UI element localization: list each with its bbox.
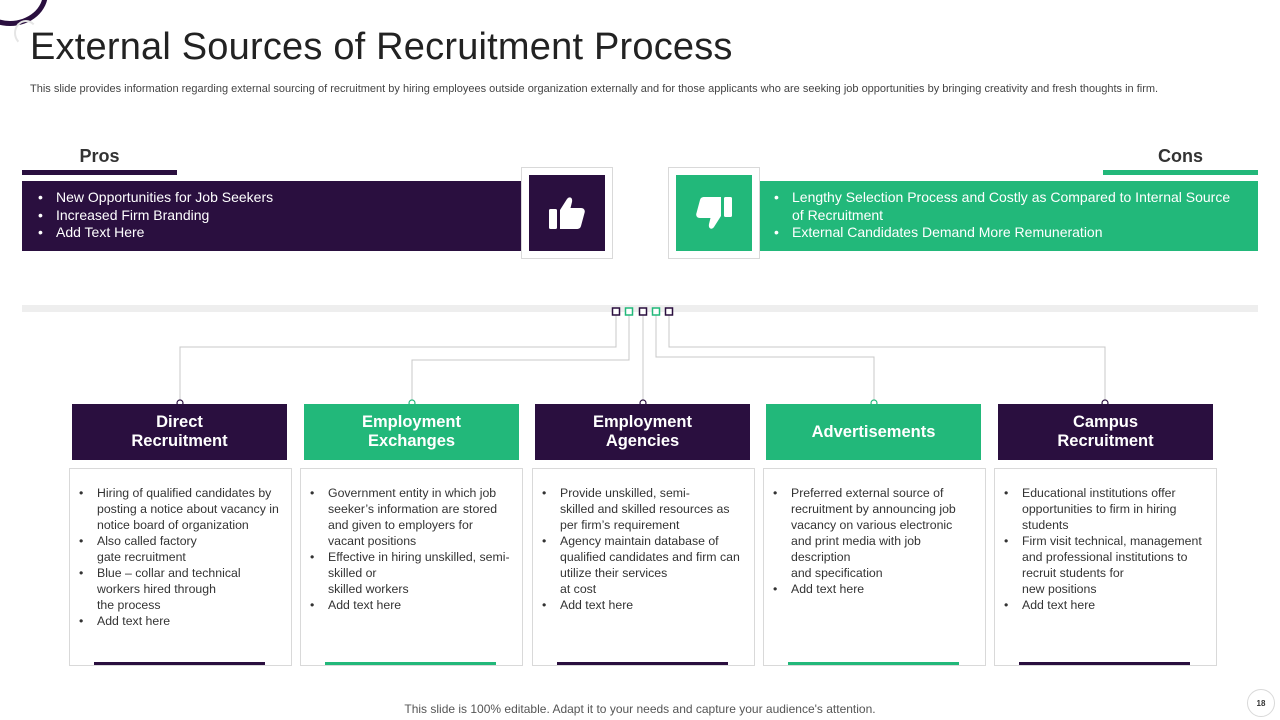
thumbs-down-icon bbox=[676, 175, 752, 251]
cons-item: External Candidates Demand More Remunera… bbox=[774, 224, 1238, 242]
column-item: Agency maintain database of qualified ca… bbox=[542, 533, 742, 597]
pros-panel: New Opportunities for Job Seekers Increa… bbox=[22, 181, 522, 251]
column-list: Provide unskilled, semi- skilled and ski… bbox=[542, 485, 742, 613]
column-item: Add text here bbox=[773, 581, 973, 597]
column-item: Hiring of qualified candidates by postin… bbox=[79, 485, 279, 533]
column-heading-advertisements: Advertisements bbox=[766, 404, 981, 460]
pros-item: Add Text Here bbox=[38, 224, 522, 242]
column-item: Add text here bbox=[1004, 597, 1204, 613]
column-accent-line bbox=[1019, 662, 1190, 665]
column-item: Educational institutions offer opportuni… bbox=[1004, 485, 1204, 533]
thumbs-down-frame bbox=[668, 167, 760, 259]
column-card-direct-recruitment: Hiring of qualified candidates by postin… bbox=[69, 468, 292, 666]
column-item: Add text here bbox=[310, 597, 510, 613]
column-heading-campus-recruitment: Campus Recruitment bbox=[998, 404, 1213, 460]
column-heading-employment-agencies: Employment Agencies bbox=[535, 404, 750, 460]
section-divider bbox=[22, 305, 1258, 312]
page-number: 18 bbox=[1247, 689, 1275, 717]
column-list: Educational institutions offer opportuni… bbox=[1004, 485, 1204, 613]
column-card-campus-recruitment: Educational institutions offer opportuni… bbox=[994, 468, 1217, 666]
thumbs-up-frame bbox=[521, 167, 613, 259]
column-item: Provide unskilled, semi- skilled and ski… bbox=[542, 485, 742, 533]
column-accent-line bbox=[94, 662, 265, 665]
column-card-employment-agencies: Provide unskilled, semi- skilled and ski… bbox=[532, 468, 755, 666]
corner-decoration-ring bbox=[14, 20, 38, 46]
column-card-employment-exchanges: Government entity in which job seeker’s … bbox=[300, 468, 523, 666]
column-list: Hiring of qualified candidates by postin… bbox=[79, 485, 279, 629]
footer-note: This slide is 100% editable. Adapt it to… bbox=[404, 702, 876, 716]
cons-item: Lengthy Selection Process and Costly as … bbox=[774, 189, 1238, 224]
column-item: Effective in hiring unskilled, semi- ski… bbox=[310, 549, 510, 597]
pros-list: New Opportunities for Job Seekers Increa… bbox=[38, 189, 522, 242]
page-subtitle: This slide provides information regardin… bbox=[30, 83, 1159, 95]
column-list: Preferred external source of recruitment… bbox=[773, 485, 973, 597]
column-item: Add text here bbox=[79, 613, 279, 629]
pros-underline bbox=[22, 170, 177, 175]
pros-heading: Pros bbox=[79, 146, 120, 166]
column-accent-line bbox=[557, 662, 728, 665]
column-heading-direct-recruitment: Direct Recruitment bbox=[72, 404, 287, 460]
pros-item: Increased Firm Branding bbox=[38, 207, 522, 225]
column-item: Firm visit technical, management and pro… bbox=[1004, 533, 1204, 597]
cons-list: Lengthy Selection Process and Costly as … bbox=[774, 189, 1238, 242]
column-item: Also called factory gate recruitment bbox=[79, 533, 279, 565]
cons-underline bbox=[1103, 170, 1258, 175]
column-accent-line bbox=[325, 662, 496, 665]
thumbs-up-icon bbox=[529, 175, 605, 251]
page-title: External Sources of Recruitment Process bbox=[30, 26, 733, 68]
pros-item: New Opportunities for Job Seekers bbox=[38, 189, 522, 207]
cons-panel: Lengthy Selection Process and Costly as … bbox=[760, 181, 1258, 251]
column-accent-line bbox=[788, 662, 959, 665]
column-item: Preferred external source of recruitment… bbox=[773, 485, 973, 581]
column-heading-employment-exchanges: Employment Exchanges bbox=[304, 404, 519, 460]
column-item: Add text here bbox=[542, 597, 742, 613]
column-item: Blue – collar and technical workers hire… bbox=[79, 565, 279, 613]
column-card-advertisements: Preferred external source of recruitment… bbox=[763, 468, 986, 666]
column-item: Government entity in which job seeker’s … bbox=[310, 485, 510, 549]
column-list: Government entity in which job seeker’s … bbox=[310, 485, 510, 613]
cons-heading: Cons bbox=[1158, 146, 1203, 166]
